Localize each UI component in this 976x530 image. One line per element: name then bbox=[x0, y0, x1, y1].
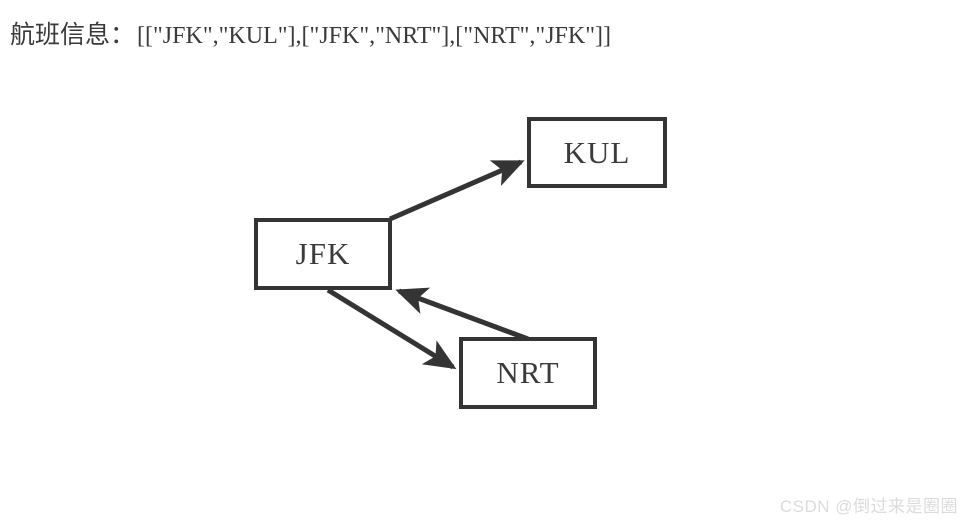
graph-node-jfk: JFK bbox=[254, 218, 392, 290]
title-flight-list: [["JFK","KUL"],["JFK","NRT"],["NRT","JFK… bbox=[137, 23, 612, 49]
edge-jfk-to-kul bbox=[389, 159, 525, 222]
graph-node-kul-label: KUL bbox=[563, 134, 631, 170]
graph-node-kul: KUL bbox=[527, 117, 667, 188]
page-title: 航班信息：[["JFK","KUL"],["JFK","NRT"],["NRT"… bbox=[10, 21, 611, 51]
title-label: 航班信息： bbox=[10, 22, 136, 49]
graph-node-jfk-label: JFK bbox=[295, 236, 351, 271]
graph-node-nrt-label: NRT bbox=[496, 355, 560, 390]
edge-jfk-to-nrt bbox=[326, 287, 457, 370]
edge-nrt-to-jfk bbox=[395, 287, 529, 342]
graph-node-nrt: NRT bbox=[459, 337, 597, 409]
csdn-watermark: CSDN @倒过来是圈圈 bbox=[779, 497, 958, 516]
